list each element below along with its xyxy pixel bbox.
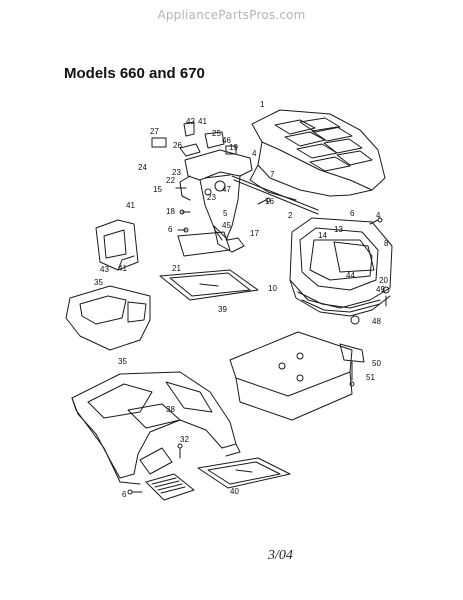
washer-48 <box>350 315 360 325</box>
callout-14: 14 <box>318 231 327 240</box>
callout-43: 43 <box>100 265 109 274</box>
callout-41: 41 <box>198 117 207 126</box>
callout-21: 21 <box>172 264 181 273</box>
callout-6: 6 <box>122 490 127 499</box>
callout-41: 41 <box>126 201 135 210</box>
callout-25: 25 <box>212 129 221 138</box>
callout-24: 24 <box>138 163 147 172</box>
callout-17: 17 <box>250 229 259 238</box>
callout-35: 35 <box>94 278 103 287</box>
callout-20: 20 <box>379 276 388 285</box>
callout-7: 7 <box>270 170 275 179</box>
callout-13: 13 <box>334 225 343 234</box>
support-rod <box>231 175 319 211</box>
callout-4: 4 <box>376 211 381 220</box>
vent-grate <box>145 473 195 501</box>
callout-18: 18 <box>166 207 175 216</box>
callout-19: 19 <box>229 143 238 152</box>
callout-27: 27 <box>150 127 159 136</box>
callout-6: 6 <box>350 209 355 218</box>
callout-6: 6 <box>168 225 173 234</box>
fender-upper <box>65 285 151 351</box>
callout-47: 47 <box>222 185 231 194</box>
dash-bracket <box>179 149 253 241</box>
callout-42: 42 <box>186 117 195 126</box>
tray-plate <box>159 269 259 301</box>
side-bracket <box>95 219 139 271</box>
callout-2: 2 <box>288 211 293 220</box>
frame-section <box>229 331 365 421</box>
callout-49: 49 <box>376 285 385 294</box>
callout-5: 5 <box>223 209 228 218</box>
callout-48: 48 <box>372 317 381 326</box>
callout-51: 51 <box>366 373 375 382</box>
callout-50: 50 <box>372 359 381 368</box>
floor-mat <box>197 457 291 489</box>
callout-38: 38 <box>166 405 175 414</box>
callout-15: 15 <box>153 185 162 194</box>
callout-16: 16 <box>265 197 274 206</box>
callout-23: 23 <box>207 193 216 202</box>
callout-26: 26 <box>173 141 182 150</box>
callout-10: 10 <box>268 284 277 293</box>
fender-main <box>71 371 241 485</box>
callout-40: 40 <box>230 487 239 496</box>
hood-part <box>249 109 386 201</box>
bracket-21 <box>177 231 231 257</box>
callout-41: 41 <box>118 264 127 273</box>
callout-labels: 1 2 4 4 5 6 6 6 7 8 10 13 14 15 16 17 18… <box>94 100 389 499</box>
callout-1: 1 <box>260 100 265 109</box>
watermark: AppliancePartsPros.com <box>157 8 306 22</box>
callout-39: 39 <box>218 305 227 314</box>
revision-date: 3/04 <box>268 548 293 563</box>
callout-35: 35 <box>118 357 127 366</box>
callout-44: 44 <box>346 271 355 280</box>
page-title: Models 660 and 670 <box>64 65 205 82</box>
callout-45: 45 <box>222 221 231 230</box>
callout-4: 4 <box>252 149 257 158</box>
part-27 <box>151 137 167 148</box>
callout-8: 8 <box>384 239 389 248</box>
bracket-17 <box>213 225 245 253</box>
callout-22: 22 <box>166 176 175 185</box>
callout-23: 23 <box>172 168 181 177</box>
grille-assembly <box>289 217 393 317</box>
callout-32: 32 <box>180 435 189 444</box>
callout-46: 46 <box>222 136 231 145</box>
